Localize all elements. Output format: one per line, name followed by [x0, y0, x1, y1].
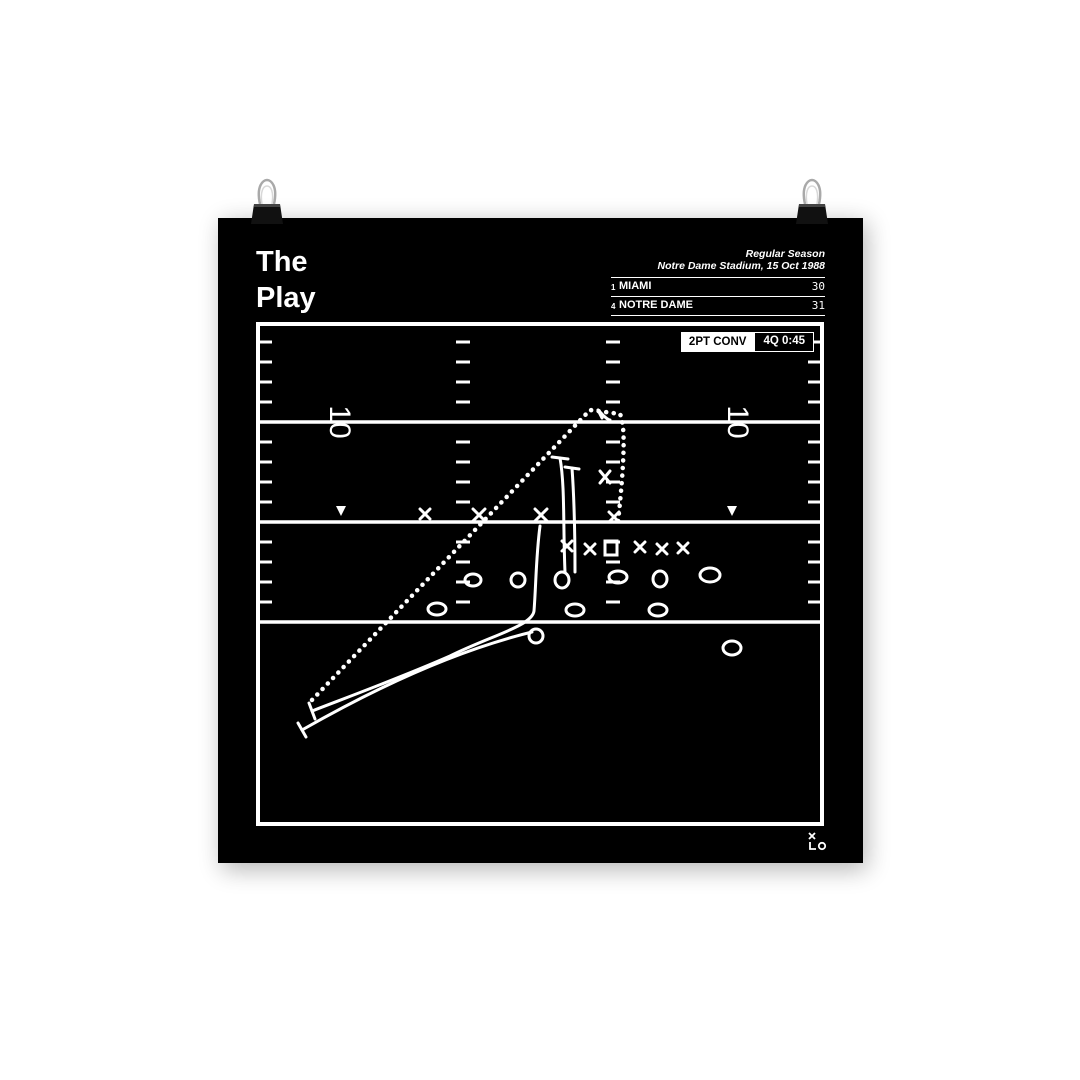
- route-endcap: [563, 465, 581, 471]
- defender-x: [418, 507, 432, 521]
- defender-x: [633, 540, 647, 554]
- xo-logo-icon: [808, 832, 827, 851]
- dotted-pass-route: [309, 407, 626, 703]
- defender-x: [471, 507, 487, 523]
- team-rank: 4: [611, 302, 616, 311]
- poster-title: The Play: [256, 244, 456, 316]
- route-lines: [296, 408, 612, 739]
- receiver-route-a: [558, 456, 567, 574]
- defender-x: [583, 542, 597, 556]
- arrow-marker: [727, 506, 737, 516]
- game-meta: Regular Season Notre Dame Stadium, 15 Oc…: [565, 248, 825, 272]
- offense-o: [721, 639, 743, 657]
- offense: [426, 566, 743, 657]
- scramble-route: [300, 630, 534, 732]
- offense-o: [607, 569, 629, 585]
- offense-o: [564, 602, 586, 618]
- defender-x: [598, 469, 612, 485]
- offense-o: [426, 601, 448, 617]
- offense-o: [553, 570, 571, 590]
- defender-x: [676, 541, 690, 555]
- offense-o: [647, 602, 669, 618]
- title-line-1: The: [256, 246, 308, 278]
- season-type: Regular Season: [745, 248, 825, 260]
- yard-number-right: 10: [721, 405, 754, 438]
- route-endcap: [550, 455, 570, 461]
- offense-o: [463, 572, 483, 588]
- defender-x: [607, 510, 621, 524]
- play-diagram: 10 10: [260, 340, 820, 739]
- defender-x: [533, 507, 549, 523]
- offense-o: [651, 569, 669, 589]
- qb-rollout-route: [310, 524, 542, 713]
- score-row-miami: 1 MIAMI 30: [611, 277, 825, 296]
- route-endcap: [307, 701, 317, 721]
- yard-hashes: [260, 340, 820, 624]
- play-poster: The Play Regular Season Notre Dame Stadi…: [218, 218, 863, 863]
- defenders: [418, 469, 690, 557]
- route-endcap: [296, 721, 308, 739]
- defender-box: [603, 539, 619, 557]
- team-score: 31: [811, 299, 825, 312]
- yard-number-left: 10: [323, 405, 356, 438]
- offense-o: [698, 566, 722, 584]
- team-score: 30: [811, 280, 825, 293]
- venue-date: Notre Dame Stadium, 15 Oct 1988: [657, 260, 825, 272]
- arrow-marker: [336, 506, 346, 516]
- defender-x: [560, 539, 574, 553]
- binder-clip-icon: [796, 178, 828, 224]
- play-type-badge: 2PT CONV: [680, 332, 755, 352]
- score-row-notre-dame: 4 NOTRE DAME 31: [611, 296, 825, 316]
- play-badges: 2PT CONV 4Q 0:45: [680, 332, 814, 352]
- pass-path: [309, 407, 626, 703]
- offense-o: [527, 627, 545, 645]
- football-field: 10 10: [256, 322, 824, 826]
- game-clock-badge: 4Q 0:45: [754, 332, 814, 352]
- defender-x: [655, 542, 669, 556]
- receiver-route-b: [570, 466, 577, 574]
- team-name: NOTRE DAME: [619, 299, 693, 311]
- yard-lines: [260, 420, 820, 624]
- team-rank: 1: [611, 283, 616, 292]
- yard-arrows: [336, 506, 737, 516]
- binder-clip-icon: [251, 178, 283, 224]
- offense-o: [509, 571, 527, 589]
- yard-numbers: 10 10: [323, 405, 754, 438]
- title-line-2: Play: [256, 282, 316, 314]
- team-name: MIAMI: [619, 280, 652, 292]
